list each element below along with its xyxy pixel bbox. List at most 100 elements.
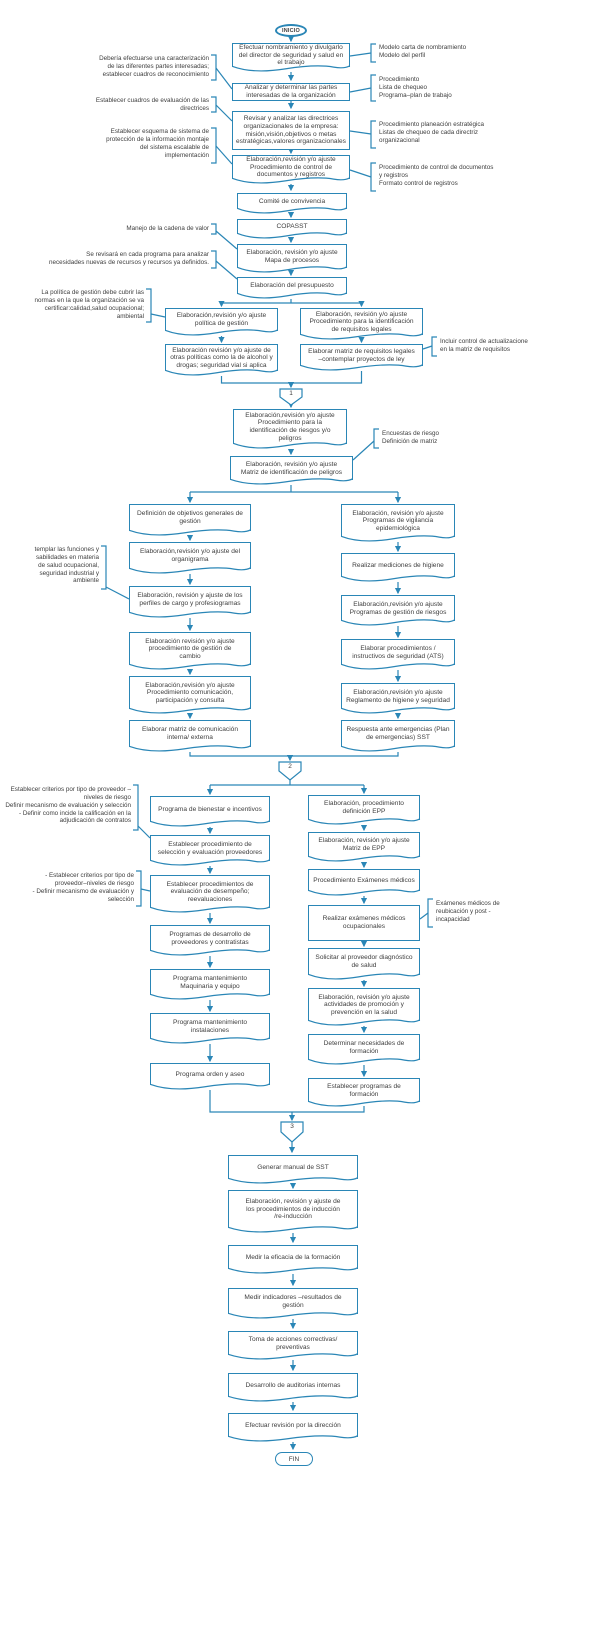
document-wave-edge — [341, 745, 455, 752]
document-wave-edge — [230, 478, 353, 485]
node-label: Elaboración, revisión y/o ajuste Matriz … — [240, 460, 343, 476]
annotation-ra2: Procedimiento Lista de chequeo Programa–… — [379, 76, 452, 99]
document-wave-edge — [129, 745, 251, 752]
node-label: Programa de bienestar e incentivos — [158, 805, 262, 813]
document-wave-edge — [237, 266, 347, 273]
flow-node-f3: Medir la eficacia de la formación — [228, 1245, 358, 1269]
flow-node-f1: Generar manual de SST — [228, 1155, 358, 1179]
flow-node-bl1: Elaboración,revisión y/o ajuste política… — [165, 308, 278, 331]
flow-node-f7: Efectuar revisión por la dirección — [228, 1413, 358, 1437]
annotation-la2: Establecer cuadros de evaluación de las … — [95, 97, 209, 112]
offpage-connector-2: 2 — [288, 763, 292, 770]
node-label: Elaboración, revisión y/o ajuste Procedi… — [309, 310, 414, 333]
document-wave-edge — [308, 818, 420, 825]
flow-node-b1: Efectuar nombramiento y divulgarlo del d… — [232, 43, 350, 67]
node-label: Programa mantenimiento Maquinaria y equi… — [172, 974, 248, 990]
document-wave-edge — [308, 1100, 420, 1107]
node-label: Elaboración, procedimiento definición EP… — [324, 800, 404, 815]
flow-node-f4: Medir indicadores –resultados de gestión — [228, 1288, 358, 1314]
flow-node-b8: Elaboración del presupuesto — [237, 277, 347, 294]
node-label: Efectuar revisión por la dirección — [245, 1421, 341, 1429]
flow-node-r3: Elaboración,revisión y/o ajuste Programa… — [341, 595, 455, 621]
document-wave-edge — [129, 611, 251, 618]
document-wave-edge — [165, 329, 278, 336]
flow-node-r4: Elaborar procedimientos / instructivos d… — [341, 639, 455, 665]
node-label: Establecer programas de formación — [327, 1082, 401, 1098]
node-label: Elaboración, revisión y ajuste de los pr… — [245, 1198, 341, 1221]
document-wave-edge — [341, 619, 455, 626]
node-label: Elaboración, revisión y ajuste de los pe… — [137, 592, 243, 607]
node-label: Establecer procedimientos de evaluación … — [166, 880, 254, 903]
flow-node-q3: Procedimiento Exámenes médicos — [308, 869, 420, 891]
node-label: Elaborar procedimientos / instructivos d… — [352, 644, 444, 660]
flow-node-q6: Elaboración, revisión y/o ajuste activid… — [308, 988, 420, 1021]
flow-node-b7: Elaboración, revisión y/o ajuste Mapa de… — [237, 244, 347, 268]
node-label: Elaboración,revisión y/o ajuste Reglamen… — [346, 688, 450, 704]
document-wave-edge — [150, 1037, 270, 1044]
flow-node-p6: Programa mantenimiento instalaciones — [150, 1013, 270, 1039]
flow-node-bl2: Elaboración revisión y/o ajuste de otras… — [165, 344, 278, 371]
node-label: Elaboración revisión y/o ajuste de otras… — [170, 346, 273, 369]
annotation-la9: - Establecer criterios por tipo de prove… — [32, 872, 135, 903]
annotation-ra3: Procedimiento planeación estratégica Lis… — [379, 121, 485, 144]
annotation-la4: Manejo de la cadena de valor — [126, 225, 209, 232]
flow-node-b3: Revisar y analizar las directrices organ… — [232, 111, 350, 150]
flow-node-br2: Elaborar matriz de requisitos legales –c… — [300, 344, 423, 366]
document-wave-edge — [308, 889, 420, 896]
node-label: Realizar mediciones de higiene — [352, 561, 444, 569]
node-label: COPASST — [276, 223, 308, 231]
flow-node-l1: Definición de objetivos generales de ges… — [129, 504, 251, 531]
document-wave-edge — [233, 442, 347, 449]
flow-node-f6: Desarrollo de auditorias internas — [228, 1373, 358, 1397]
flow-node-br1: Elaboración, revisión y/o ajuste Procedi… — [300, 308, 423, 335]
annotation-la7: templar las funciones y sabilidades en m… — [34, 546, 99, 585]
document-wave-edge — [129, 663, 251, 670]
node-label: Analizar y determinar las partes interes… — [244, 84, 338, 99]
node-label: Elaboración revisión y/o ajuste procedim… — [145, 637, 235, 660]
node-label: Elaborar matriz de requisitos legales –c… — [308, 347, 415, 363]
node-label: Realizar exámenes médicos ocupacionales — [322, 915, 406, 930]
annotation-ra7: Exámenes médicos de reubicación y post -… — [436, 900, 500, 923]
node-label: Programa mantenimiento instalaciones — [172, 1018, 248, 1034]
flow-node-l4: Elaboración revisión y/o ajuste procedim… — [129, 632, 251, 665]
flow-node-f5: Toma de acciones correctivas/ preventiva… — [228, 1331, 358, 1355]
document-wave-edge — [150, 1083, 270, 1090]
flow-node-l2: Elaboración,revisión y/o ajuste del orga… — [129, 542, 251, 569]
flow-node-p3: Establecer procedimientos de evaluación … — [150, 875, 270, 908]
node-label: Medir indicadores –resultados de gestión — [244, 1293, 342, 1309]
node-label: Medir la eficacia de la formación — [245, 1253, 341, 1261]
document-wave-edge — [237, 292, 347, 299]
document-wave-edge — [228, 1226, 358, 1233]
document-wave-edge — [308, 1019, 420, 1026]
node-label: Programas de desarrollo de proveedores y… — [169, 930, 251, 946]
document-wave-edge — [341, 663, 455, 670]
flow-node-r6: Respuesta ante emergencias (Plan de emer… — [341, 720, 455, 747]
end-terminal: FIN — [275, 1452, 313, 1466]
node-label: Elaboración del presupuesto — [250, 282, 334, 290]
node-label: Definición de objetivos generales de ges… — [137, 510, 243, 525]
node-label: Elaboración,revisión y/o ajuste Programa… — [349, 600, 447, 616]
annotation-ra1: Modelo carta de nombramiento Modelo del … — [379, 44, 467, 59]
node-label: Elaboración,revisión y/o ajuste Procedim… — [145, 681, 235, 704]
document-wave-edge — [228, 1312, 358, 1319]
document-wave-edge — [228, 1395, 358, 1402]
annotation-ra5: Incluir control de actualizacione en la … — [440, 338, 528, 353]
offpage-connector-3: 3 — [290, 1123, 294, 1130]
document-wave-edge — [341, 575, 455, 582]
node-label: Determinar necesidades de formación — [323, 1039, 405, 1055]
document-wave-edge — [129, 567, 251, 574]
flow-node-p4: Programas de desarrollo de proveedores y… — [150, 925, 270, 951]
annotation-ra4: Procedimiento de control de documentos y… — [379, 164, 494, 187]
node-label: Elaboración, revisión y/o ajuste Program… — [352, 509, 444, 532]
node-label: Elaboración,revisión y/o ajuste Procedim… — [245, 411, 335, 442]
annotation-la8: Establecer criterios por tipo de proveed… — [5, 786, 131, 825]
flow-node-p5: Programa mantenimiento Maquinaria y equi… — [150, 969, 270, 995]
annotation-la5: Se revisará en cada programa para analiz… — [49, 251, 209, 266]
node-label: Programa orden y aseo — [175, 1070, 245, 1078]
document-wave-edge — [228, 1435, 358, 1442]
flow-node-r1: Elaboración, revisión y/o ajuste Program… — [341, 504, 455, 537]
document-wave-edge — [300, 364, 423, 371]
flow-node-q7: Determinar necesidades de formación — [308, 1034, 420, 1060]
node-label: Elaboración,revisión y/o ajuste política… — [176, 312, 267, 327]
document-wave-edge — [237, 232, 347, 239]
